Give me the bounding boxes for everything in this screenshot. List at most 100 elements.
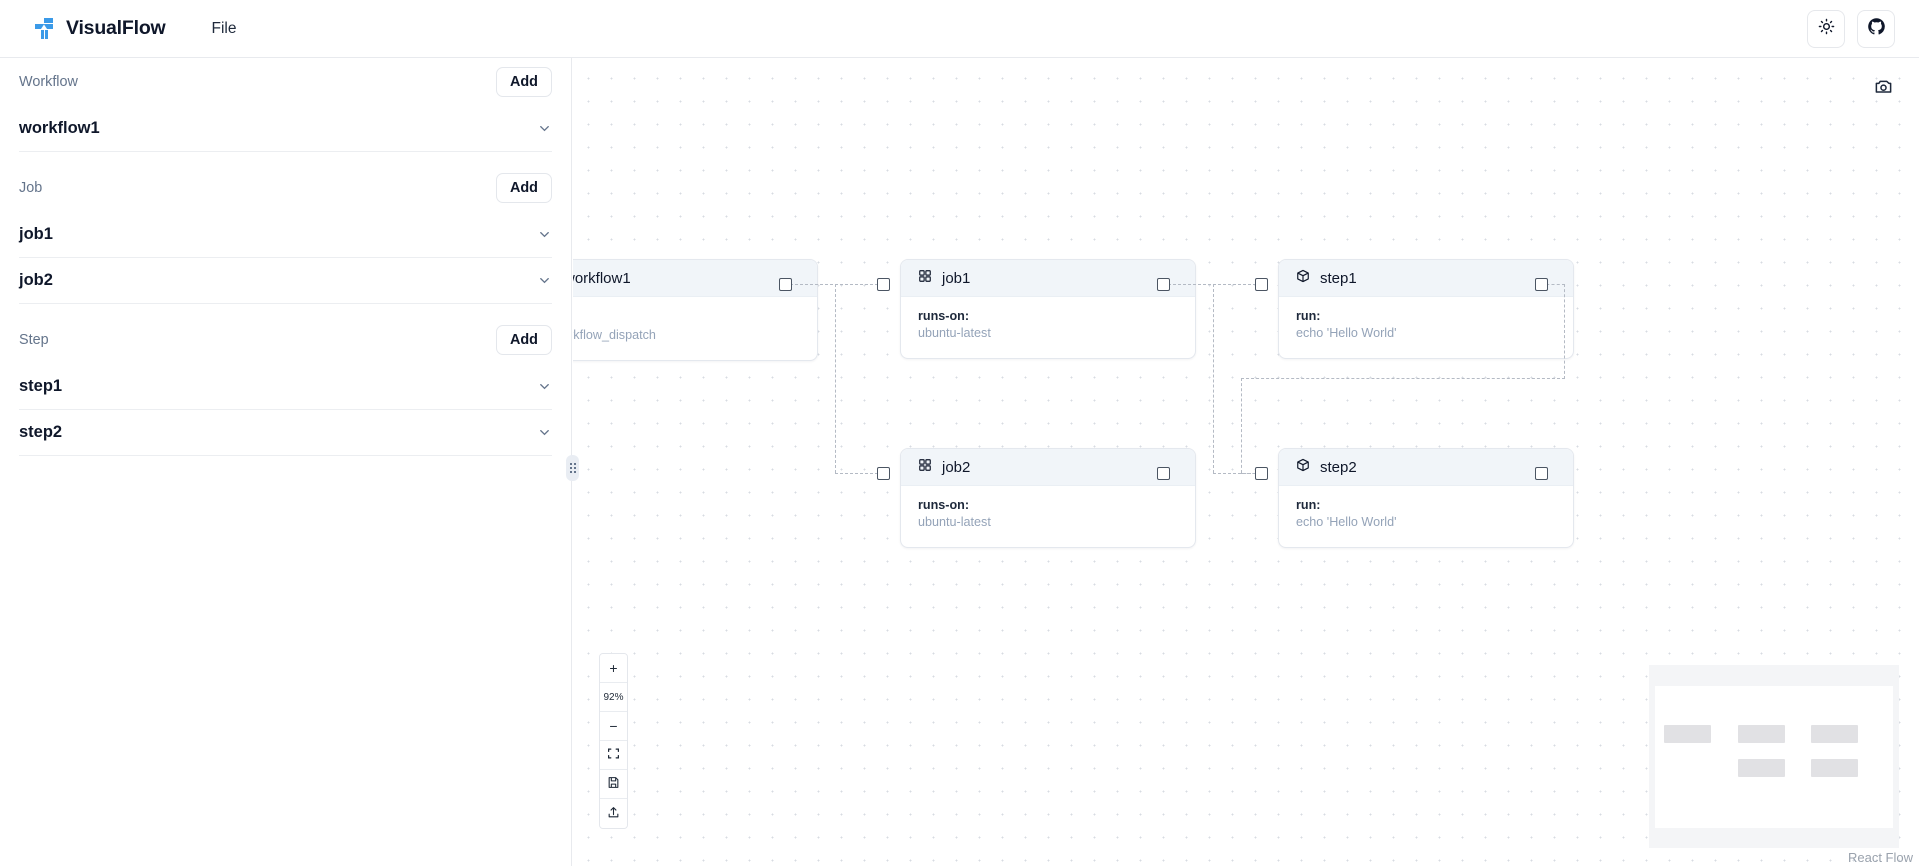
node-title: step1	[1320, 269, 1357, 287]
top-bar-actions	[1807, 9, 1895, 48]
sidebar-item-step1[interactable]: step1	[19, 364, 552, 410]
edge-workflow1-job2-vertical	[835, 284, 836, 473]
minimap-node	[1811, 759, 1858, 777]
screenshot-button[interactable]	[1869, 75, 1897, 103]
export-button[interactable]	[600, 799, 627, 828]
node-job2[interactable]: job2 runs-on: ubuntu-latest	[900, 448, 1196, 548]
node-body: runs-on: ubuntu-latest	[901, 486, 1195, 547]
node-title: workflow1	[573, 269, 631, 287]
sidebar-item-workflow1[interactable]: workflow1	[19, 106, 552, 152]
camera-icon	[1874, 77, 1893, 101]
edge-job1-step2-vertical	[1213, 284, 1214, 473]
sidebar-item-label: job1	[19, 225, 53, 243]
node-step1[interactable]: step1 run: echo 'Hello World'	[1278, 259, 1574, 359]
edge-step1-out-horizontal	[1541, 284, 1565, 285]
add-workflow-button[interactable]: Add	[496, 67, 552, 97]
sidebar-section-header-workflow: Workflow Add	[19, 58, 552, 106]
node-title: job1	[942, 269, 971, 287]
cube-icon	[1296, 458, 1310, 477]
list-item: workflow_dispatch	[573, 327, 800, 344]
sidebar-item-label: step1	[19, 377, 63, 395]
node-header: step2	[1279, 449, 1573, 486]
zoom-in-button[interactable]: +	[600, 654, 627, 683]
grid-icon	[918, 269, 932, 288]
sidebar-item-step2[interactable]: step2	[19, 410, 552, 456]
node-value: ubuntu-latest	[918, 325, 991, 340]
node-workflow1[interactable]: workflow1 on: workflow_dispatch	[573, 259, 818, 361]
node-value: echo 'Hello World'	[1296, 514, 1397, 529]
edge-step1-out-return	[1241, 378, 1565, 379]
sidebar-item-job2[interactable]: job2	[19, 258, 552, 304]
add-job-button[interactable]: Add	[496, 173, 552, 203]
node-step2[interactable]: step2 run: echo 'Hello World'	[1278, 448, 1574, 548]
chevron-down-icon[interactable]	[537, 425, 552, 440]
node-title: job2	[942, 458, 971, 476]
grip-dots-icon	[569, 463, 576, 473]
minimap-node	[1738, 725, 1785, 743]
handle-step1-target[interactable]	[1255, 278, 1268, 291]
minimap-node	[1811, 725, 1858, 743]
minimap[interactable]	[1649, 665, 1899, 848]
edge-workflow1-job2-horizontal	[835, 473, 883, 474]
brand: VisualFlow	[33, 17, 166, 41]
fit-view-button[interactable]	[600, 741, 627, 770]
sidebar-item-label: step2	[19, 423, 63, 441]
react-flow-attribution[interactable]: React Flow	[1847, 850, 1913, 865]
handle-job2-source[interactable]	[1157, 467, 1170, 480]
flow-controls: + 92% −	[599, 653, 628, 829]
sidebar: Workflow Add workflow1 Job Add job1 job2…	[0, 58, 572, 866]
edge-job1-step1	[1163, 284, 1261, 285]
node-body: run: echo 'Hello World'	[1279, 486, 1573, 547]
node-key: runs-on:	[918, 498, 970, 512]
save-button[interactable]	[600, 770, 627, 799]
sidebar-section-header-job: Job Add	[19, 164, 552, 212]
handle-job1-target[interactable]	[877, 278, 890, 291]
theme-toggle-button[interactable]	[1807, 9, 1845, 48]
chevron-down-icon[interactable]	[537, 379, 552, 394]
github-link-button[interactable]	[1857, 9, 1895, 48]
menu-item-file[interactable]: File	[211, 19, 237, 37]
node-body: runs-on: ubuntu-latest	[901, 297, 1195, 358]
save-icon	[607, 776, 620, 792]
node-value-list: workflow_dispatch	[573, 327, 800, 344]
sidebar-item-job1[interactable]: job1	[19, 212, 552, 258]
handle-step1-source[interactable]	[1535, 278, 1548, 291]
node-value: ubuntu-latest	[918, 514, 991, 529]
zoom-level-label: 92%	[600, 683, 627, 712]
node-header: step1	[1279, 260, 1573, 297]
handle-job1-source[interactable]	[1157, 278, 1170, 291]
handle-job2-target[interactable]	[877, 467, 890, 480]
edge-step2-in-vertical	[1241, 378, 1242, 473]
node-key: runs-on:	[918, 309, 970, 323]
minimap-viewport[interactable]	[1655, 686, 1893, 828]
section-spacer	[19, 304, 552, 316]
section-spacer	[19, 152, 552, 164]
node-body: run: echo 'Hello World'	[1279, 297, 1573, 358]
github-icon	[1867, 17, 1886, 41]
node-key: run:	[1296, 309, 1321, 323]
chevron-down-icon[interactable]	[537, 227, 552, 242]
edge-job1-step2-horizontal	[1213, 473, 1261, 474]
chevron-down-icon[interactable]	[537, 273, 552, 288]
cube-icon	[1296, 269, 1310, 288]
sidebar-section-title: Workflow	[19, 74, 78, 90]
handle-step2-source[interactable]	[1535, 467, 1548, 480]
handle-step2-target[interactable]	[1255, 467, 1268, 480]
flow-canvas[interactable]: workflow1 on: workflow_dispatch job1 run…	[573, 58, 1919, 866]
minimap-node	[1738, 759, 1785, 777]
app-title: VisualFlow	[66, 17, 166, 39]
sidebar-section-header-step: Step Add	[19, 316, 552, 364]
sidebar-resize-handle[interactable]	[566, 455, 579, 481]
sidebar-item-label: workflow1	[19, 119, 100, 137]
handle-workflow1-source[interactable]	[779, 278, 792, 291]
export-icon	[607, 806, 620, 822]
chevron-down-icon[interactable]	[537, 121, 552, 136]
node-key: on:	[573, 309, 800, 325]
node-title: step2	[1320, 458, 1357, 476]
node-value: echo 'Hello World'	[1296, 325, 1397, 340]
add-step-button[interactable]: Add	[496, 325, 552, 355]
node-header: job2	[901, 449, 1195, 486]
node-job1[interactable]: job1 runs-on: ubuntu-latest	[900, 259, 1196, 359]
sidebar-section-title: Job	[19, 180, 43, 196]
zoom-out-button[interactable]: −	[600, 712, 627, 741]
